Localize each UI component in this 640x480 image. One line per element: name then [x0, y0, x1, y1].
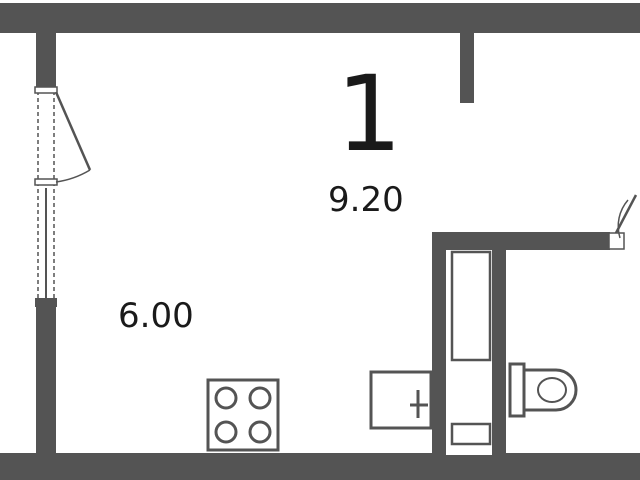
toilet-icon [508, 362, 578, 418]
top-wall [0, 3, 640, 33]
partition-stub [460, 33, 474, 103]
bathtub-icon [446, 250, 492, 455]
room-area-label: 9.20 [328, 180, 404, 220]
bottom-wall [0, 453, 640, 480]
room-number: 1 [336, 53, 403, 175]
burner [214, 386, 238, 410]
bathroom-left-wall [432, 232, 446, 455]
bathroom-divider-wall [492, 250, 506, 455]
window-icon [34, 86, 92, 307]
bathroom-top-wall [432, 232, 610, 250]
kitchen-area-label: 6.00 [118, 296, 194, 336]
left-wall-upper [36, 33, 56, 91]
burner [214, 420, 238, 444]
stove-icon [206, 378, 280, 452]
burner [248, 386, 272, 410]
left-wall-lower [36, 305, 56, 455]
door-swing-icon [608, 194, 638, 250]
burner [248, 420, 272, 444]
walls [0, 3, 640, 480]
